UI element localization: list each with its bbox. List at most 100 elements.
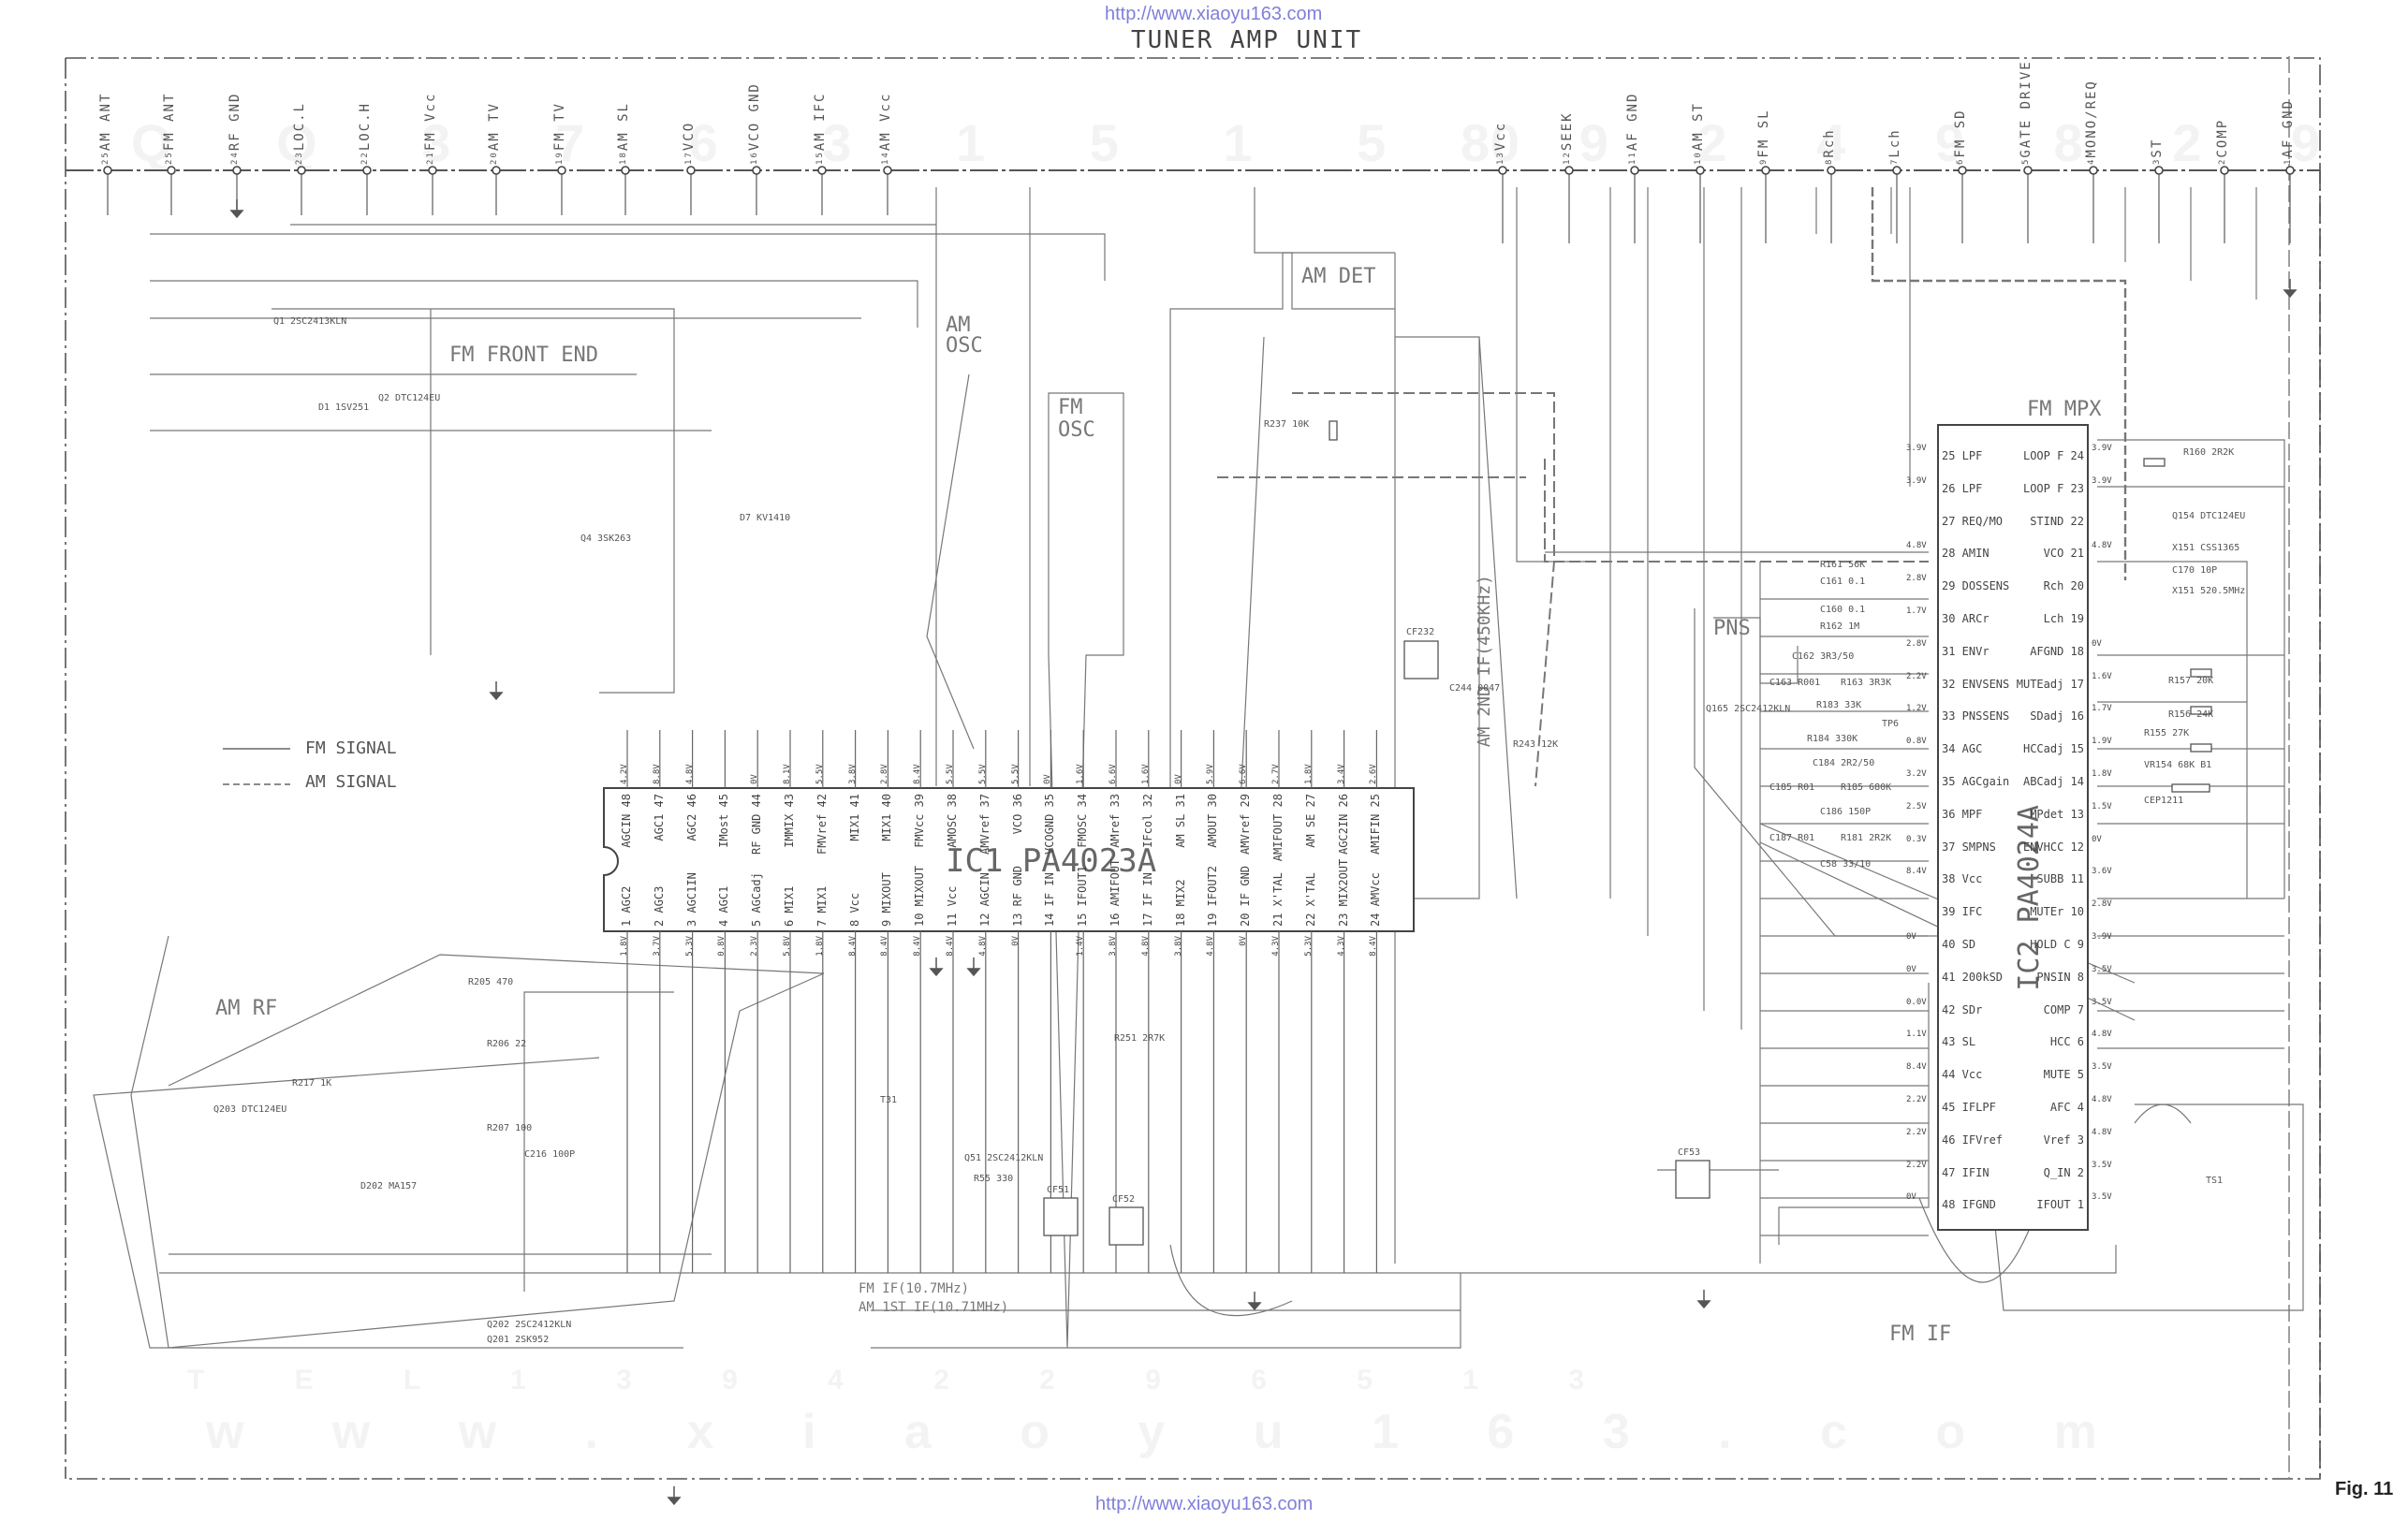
- ic1-body: [603, 787, 1415, 932]
- ic2-left-pin-label: 48 IFGND: [1942, 1198, 1996, 1212]
- label-d202: D202 MA157: [360, 1181, 418, 1191]
- connector-pin-number: 17: [684, 151, 694, 165]
- label-r163: R163 3R3K: [1841, 678, 1892, 688]
- ic1-top-pin-label: FMVcc 39: [913, 794, 927, 848]
- connector-pin-number: 20: [490, 151, 499, 165]
- block-fm-front-end: FM FRONT END: [449, 343, 598, 367]
- label-cf232: CF232: [1406, 627, 1435, 637]
- connector-pin-label: 14AM Vcc: [878, 56, 893, 165]
- ground-icon: [1696, 1290, 1711, 1309]
- ic1-bottom-pin-voltage: 5.3V: [1303, 936, 1314, 957]
- connector-pin-label: 13Vcc: [1493, 56, 1508, 165]
- ic1-top-pin-label: FMOSC 34: [1076, 794, 1090, 848]
- ground-icon: [966, 957, 981, 977]
- label-tp6: TP6: [1882, 719, 1900, 729]
- connector-pin-label: 2COMP: [2215, 56, 2230, 165]
- connector-pin-number: 1: [2283, 157, 2293, 165]
- connector-pin-name: AM TV: [487, 102, 502, 152]
- connector-pin-label: 22LOC.H: [358, 56, 373, 165]
- connector-pin-label: 18AM SL: [616, 56, 631, 165]
- label-r184: R184 330K: [1807, 734, 1858, 744]
- label-r243: R243 12K: [1513, 739, 1559, 750]
- connector-pin-name: FM ANT: [162, 92, 177, 152]
- ic1-top-pin-voltage: 2.8V: [880, 764, 890, 784]
- ic1-bottom-pin-label: 24 AMVcc: [1369, 872, 1383, 927]
- ic1-bottom-pin-voltage: 2.3V: [750, 936, 760, 957]
- ic2-right-pin-voltage: 3.9V: [2092, 475, 2112, 486]
- connector-pin-label: 6FM SD: [1953, 56, 1968, 165]
- connector-pin-name: Rch: [1822, 128, 1837, 158]
- ic1-bottom-pin-label: 1 AGC2: [620, 885, 633, 927]
- ic1-bottom-pin-voltage: 0V: [1010, 936, 1020, 946]
- connector-pin-number: 9: [1759, 157, 1769, 165]
- connector-pin-node: [232, 166, 242, 175]
- label-r156: R156 24K: [2168, 709, 2214, 720]
- ic2-left-pin-voltage: 0V: [1906, 964, 1916, 974]
- ground-icon: [667, 1486, 682, 1506]
- connector-pin-name: FM SL: [1756, 109, 1771, 158]
- ic1-bottom-pin-voltage: 5.3V: [684, 936, 695, 957]
- label-r207: R207 100: [487, 1123, 533, 1133]
- ic1-top-pin-voltage: 5.5V: [1010, 764, 1020, 784]
- ic2-right-pin-voltage: 3.5V: [2092, 1160, 2112, 1170]
- ghost-watermark-2: 8 9 2 4 9 8 2 9 9: [1461, 113, 2408, 172]
- ic1-bottom-pin-voltage: 4.8V: [1140, 936, 1151, 957]
- ic1-top-pin-voltage: 6.6V: [1239, 764, 1249, 784]
- label-c185: C185 R01: [1769, 782, 1815, 793]
- ic1-bottom-pin-label: 7 MIX1: [815, 885, 829, 927]
- connector-pin-name: FM Vcc: [423, 92, 438, 152]
- ic1-top-pin-voltage: 3.4V: [1336, 764, 1346, 784]
- ic1-top-pin-voltage: 4.2V: [620, 764, 629, 784]
- ic2-right-pin-label: LOOP F 24: [2022, 449, 2084, 462]
- ic1-bottom-pin-voltage: 1.8V: [620, 936, 629, 957]
- connector-pin-name: VCO GND: [747, 82, 762, 152]
- ic1-top-pin-voltage: 5.5V: [815, 764, 825, 784]
- connector-pin-number: 6: [1956, 157, 1965, 165]
- label-q51: Q51 2SC2412KLN: [964, 1153, 1044, 1163]
- connector-pin-name: RF GND: [228, 92, 242, 152]
- ic2-right-pin-label: HOLD C 9: [2030, 938, 2084, 951]
- label-r157: R157 20K: [2168, 676, 2214, 686]
- label-c184: C184 2R2/50: [1813, 758, 1875, 768]
- ic2-right-pin-voltage: 1.8V: [2092, 769, 2112, 779]
- ic1-bottom-pin-label: 4 AGC1: [717, 885, 731, 927]
- ic2-left-pin-label: 30 ARCr: [1942, 612, 1990, 625]
- ic1-top-pin-label: IMMIX 43: [783, 794, 796, 848]
- ic2-left-pin-voltage: 3.9V: [1906, 444, 1927, 453]
- label-r251: R251 2R7K: [1114, 1033, 1166, 1044]
- ic2-left-pin-voltage: 3.2V: [1906, 769, 1927, 779]
- ic2-left-pin-voltage: 1.1V: [1906, 1030, 1927, 1040]
- connector-pin-node: [752, 166, 761, 175]
- ic1-name: IC1 PA4023A: [946, 842, 1157, 880]
- ic1-bottom-pin-label: 6 MIX1: [783, 885, 796, 927]
- block-am-osc-line1: AM: [946, 314, 971, 337]
- connector-pin-name: AM IFC: [813, 92, 828, 152]
- ic2-right-pin-voltage: 3.5V: [2092, 964, 2112, 974]
- connector-pin-label: 1AF GND: [2281, 56, 2296, 165]
- connector-pin-name: SEEK: [1560, 111, 1575, 152]
- ic1-bottom-pin-label: 15 IFOUT1: [1076, 865, 1090, 927]
- connector-pin-node: [492, 166, 501, 175]
- connector-pin-name: AM SL: [616, 102, 631, 152]
- connector-pin-label: 5GATE DRIVE: [2019, 56, 2034, 165]
- ic1-bottom-pin-label: 20 IF GND: [1239, 865, 1253, 927]
- ic2-right-pin-label: COMP 7: [2043, 1002, 2084, 1016]
- connector-pin-label: 16VCO GND: [747, 56, 762, 165]
- block-am-osc-line2: OSC: [946, 334, 983, 358]
- connector-pin-number: 15: [815, 151, 825, 165]
- connector-pin-node: [1761, 166, 1770, 175]
- ic2-right-pin-label: SDadj 16: [2030, 709, 2084, 723]
- ic1-bottom-pin-label: 11 Vcc: [946, 885, 959, 927]
- ic2-right-pin-label: MUTE 5: [2043, 1068, 2084, 1082]
- ic2-left-pin-voltage: 3.9V: [1906, 475, 1927, 486]
- ic2-right-pin-voltage: 3.9V: [2092, 932, 2112, 942]
- ic1-top-pin-label: AGCIN 48: [620, 794, 633, 848]
- ic2-left-pin-voltage: 2.8V: [1906, 574, 1927, 584]
- ic2-left-pin-label: 35 AGCgain: [1942, 775, 2010, 788]
- ic2-right-pin-voltage: 1.5V: [2092, 801, 2112, 811]
- ic2-right-pin-voltage: 1.7V: [2092, 704, 2112, 714]
- ic1-top-pin-label: AGC2 46: [684, 794, 698, 841]
- connector-pin-name: ST: [2150, 138, 2165, 158]
- ic1-bottom-pin-voltage: 8.4V: [913, 936, 923, 957]
- label-ts1: TS1: [2206, 1176, 2224, 1186]
